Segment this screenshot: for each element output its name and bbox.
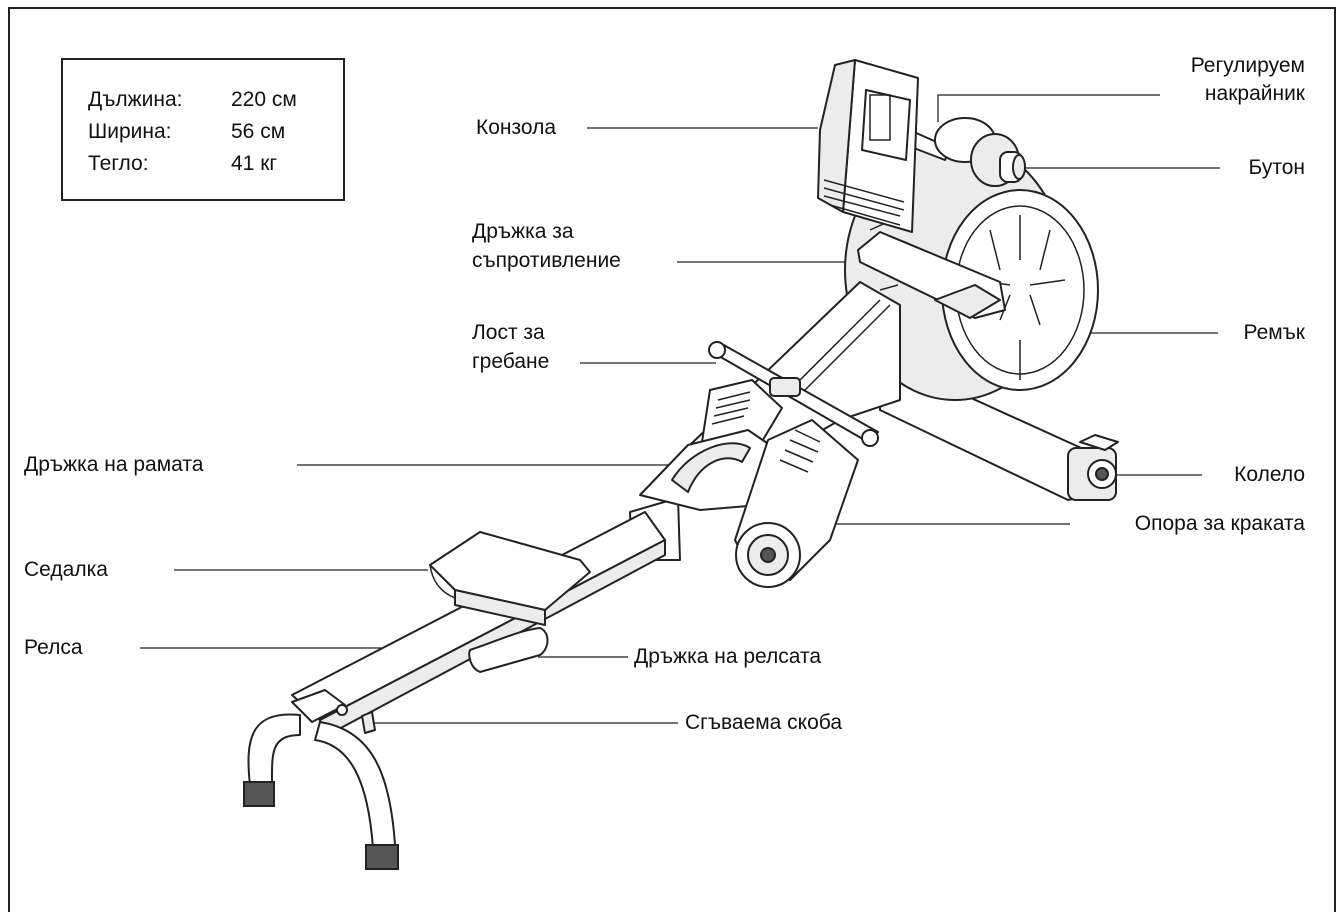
leader-adjustable-cap [937,94,1160,122]
label-adjustable-cap-line-2: накрайник [1204,82,1305,105]
label-resistance-handle-line-1: Дръжка за [472,220,574,243]
console-icon [817,59,919,233]
spec-length-value: 220 см [231,88,297,111]
spec-width-value: 56 см [231,120,286,143]
label-rail-handle: Дръжка на релсата [634,645,822,668]
resistance-handle-icon [857,231,1006,319]
rail-handle-icon [468,627,549,673]
label-row-bar-line-2: гребане [472,350,550,373]
label-foot-support: Опора за краката [1134,512,1305,535]
right-foot-cap [365,844,399,870]
label-rail: Релса [24,636,83,659]
label-knob: Бутон [1248,156,1305,179]
console-mast [892,117,1026,187]
seat-icon [429,531,591,626]
spec-width-label: Ширина: [88,120,172,143]
spec-length-label: Дължина: [88,88,183,111]
label-adjustable-cap-line-1: Регулируем [1190,54,1305,77]
label-row-bar-line-1: Лост за [472,321,545,344]
left-foot-cap [243,781,275,807]
folding-bracket-icon [361,711,376,734]
belt-icon [789,299,891,396]
label-frame-handle: Дръжка на рамата [24,453,204,476]
front-stabilizer [243,689,399,870]
label-seat: Седалка [24,558,108,581]
label-resistance-handle-line-2: съпротивление [472,249,621,272]
specifications-box: Дължина: 220 см Ширина: 56 см Тегло: 41 … [61,58,345,201]
leader-lines [140,94,1220,724]
row-bar-icon [708,341,879,447]
foot-support-icon [734,419,859,588]
figure-frame [8,7,1336,912]
label-belt: Ремък [1243,321,1305,344]
spec-weight-label: Тегло: [88,152,149,175]
label-folding-bracket: Сгъваема скоба [685,711,843,734]
label-console: Конзола [476,116,557,139]
spec-weight-value: 41 кг [231,152,278,175]
label-wheel: Колело [1234,463,1305,486]
